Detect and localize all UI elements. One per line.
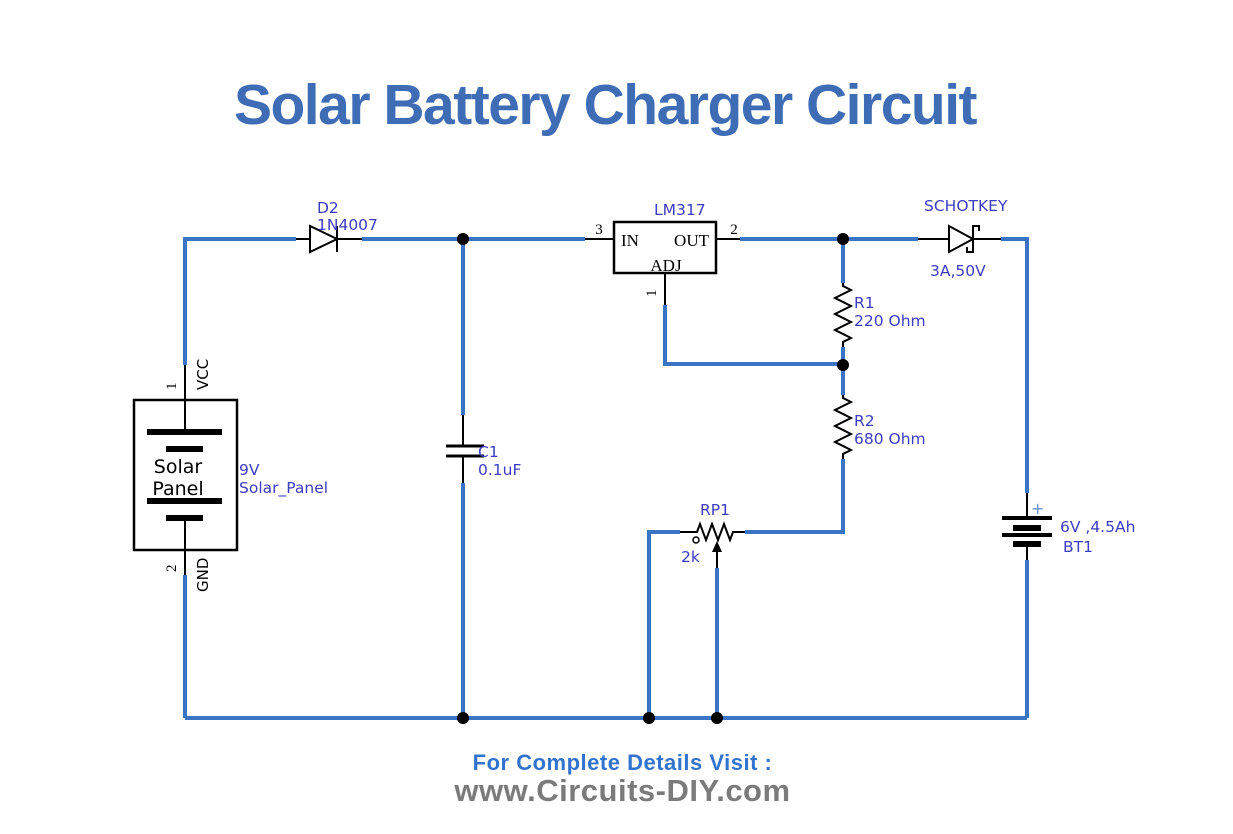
solar-panel-value-label: 9V <box>239 461 260 479</box>
footer-website-url: www.Circuits-DIY.com <box>454 773 791 808</box>
wire-top-left <box>183 237 296 365</box>
r1-zigzag <box>832 283 854 347</box>
junction-c1-bottom <box>457 712 469 724</box>
r2-ref-label: R2 <box>854 412 875 430</box>
bt1-plus-sign: + <box>1031 499 1044 518</box>
solar-panel-pin1-number: 1 <box>164 383 180 391</box>
junction-rp1-left <box>643 712 655 724</box>
solar-panel-name-label: Solar_Panel <box>239 479 328 498</box>
c1-ref-label: C1 <box>478 443 499 461</box>
schottky-ref-label: SCHOTKEY <box>924 197 1008 215</box>
solar-panel-text-line1: Solar <box>154 456 203 478</box>
wires <box>183 237 1029 720</box>
rp1-terminal-dot <box>692 536 700 544</box>
rp1-value-label: 2k <box>681 548 700 566</box>
r1-value-label: 220 Ohm <box>854 312 926 330</box>
page-title: Solar Battery Charger Circuit <box>233 73 978 137</box>
wire-schottky-to-battery <box>1001 237 1029 493</box>
r2-zigzag <box>832 395 854 459</box>
solar-panel-symbol: Solar Panel 1 VCC 2 GND 9V Solar_Panel <box>132 359 328 592</box>
junction-c1-top <box>457 233 469 245</box>
resistor-r1-symbol: R1 220 Ohm <box>832 283 926 347</box>
junction-dots <box>457 233 849 724</box>
wire-adj <box>663 305 841 366</box>
solar-panel-pin2-number: 2 <box>164 565 180 573</box>
junction-adj-r1-r2 <box>837 359 849 371</box>
wire-rp1-left <box>647 530 680 718</box>
lm317-ref-label: LM317 <box>654 201 706 219</box>
solar-panel-pin2-name: GND <box>194 558 212 592</box>
regulator-lm317-symbol: LM317 IN OUT ADJ 3 2 1 <box>585 201 740 305</box>
rp1-zigzag <box>680 521 745 543</box>
solar-panel-pin1-name: VCC <box>194 359 212 390</box>
lm317-pin-adj-name: ADJ <box>650 256 682 275</box>
schottky-triangle <box>948 224 976 254</box>
diode-d2-symbol: D2 1N4007 <box>296 199 378 254</box>
solar-panel-text-line2: Panel <box>152 478 203 500</box>
bt1-ref-label: BT1 <box>1063 538 1093 556</box>
rp1-ref-label: RP1 <box>700 501 730 519</box>
capacitor-c1-symbol: C1 0.1uF <box>446 415 521 483</box>
lm317-pin-in-name: IN <box>621 231 639 250</box>
d2-triangle <box>309 224 340 254</box>
resistor-r2-symbol: R2 680 Ohm <box>832 395 926 459</box>
r1-ref-label: R1 <box>854 294 875 312</box>
lm317-pin2-number: 2 <box>730 222 738 238</box>
wire-r2-to-rp1 <box>745 459 845 534</box>
junction-r1-top <box>837 233 849 245</box>
battery-bt1-symbol: + 6V ,4.5Ah BT1 <box>1002 493 1135 560</box>
rp1-wiper-arrow <box>712 541 722 552</box>
lm317-pin3-number: 3 <box>595 222 603 238</box>
r2-value-label: 680 Ohm <box>854 430 926 448</box>
bt1-value-label: 6V ,4.5Ah <box>1060 518 1135 536</box>
lm317-pin1-number: 1 <box>644 290 660 298</box>
c1-value-label: 0.1uF <box>478 461 521 479</box>
footer-visit-text: For Complete Details Visit : <box>472 750 773 775</box>
d2-ref-label: D2 <box>317 199 339 217</box>
potentiometer-rp1-symbol: RP1 2k <box>680 501 745 568</box>
schottky-diode-symbol: SCHOTKEY 3A,50V <box>918 197 1008 280</box>
d2-value-label: 1N4007 <box>317 216 378 234</box>
lm317-body <box>612 220 718 275</box>
schottky-value-label: 3A,50V <box>930 262 986 280</box>
junction-rp1-wiper <box>711 712 723 724</box>
lm317-pin-out-name: OUT <box>674 231 710 250</box>
